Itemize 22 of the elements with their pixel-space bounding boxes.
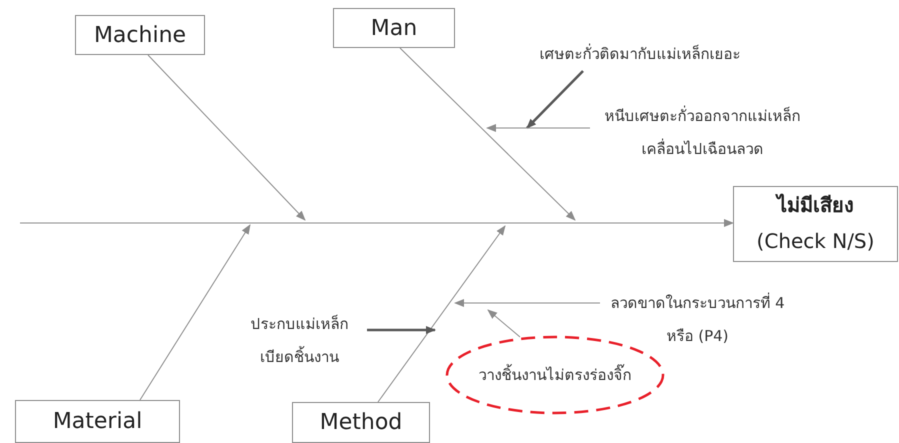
arrow [148, 54, 306, 221]
category-box: Method [292, 402, 430, 443]
arrow [378, 225, 506, 402]
category-box: Material [15, 400, 180, 443]
arrow [20, 219, 734, 227]
cause-text: ลวดขาดในกระบวนการที่ 4 หรือ (P4) [600, 287, 795, 353]
effect-box [733, 186, 898, 262]
category-box: Machine [75, 15, 205, 55]
arrow [486, 124, 590, 132]
arrow [454, 299, 600, 307]
cause-text: หนีบเศษตะกั่วออกจากแม่เหล็ก เคลื่อนไปเฉือนลวด [590, 100, 815, 166]
category-box: Man [333, 8, 455, 48]
effect-title: ไม่มีเสียง [774, 192, 855, 219]
cause-text: ประกบแม่เหล็ก เบียดชิ้นงาน [232, 308, 367, 374]
effect-subtitle: (Check N/S) [756, 228, 876, 255]
cause-text: เศษตะกั่วติดมากับแม่เหล็กเยอะ [505, 38, 775, 71]
arrow [400, 48, 576, 221]
arrow [487, 309, 520, 338]
cause-text: วางชิ้นงานไม่ตรงร่องจิ๊ก [478, 364, 632, 386]
arrow [526, 70, 584, 129]
arrow [140, 224, 251, 400]
arrow [367, 326, 436, 334]
